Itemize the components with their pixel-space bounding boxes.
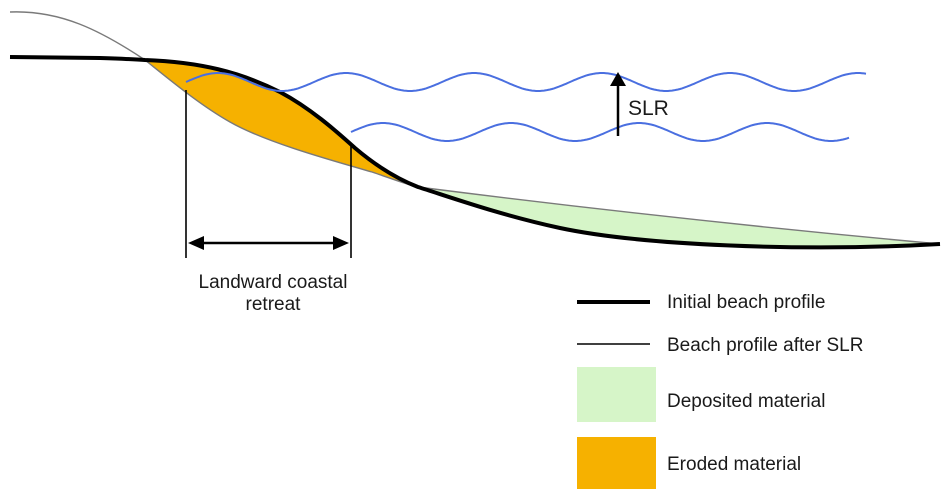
raised-sea-level-wave <box>350 122 850 142</box>
slr-arrow-head <box>610 72 626 86</box>
initial-sea-level-wave <box>185 72 867 92</box>
legend-after-label: Beach profile after SLR <box>667 335 864 356</box>
retreat-label: Landward coastal retreat <box>168 272 378 316</box>
retreat-arrow-head-right <box>333 236 349 250</box>
initial-beach-profile <box>9 55 941 250</box>
beach-profile-after-slr <box>9 11 941 245</box>
legend-deposited-label: Deposited material <box>667 391 826 412</box>
legend-eroded-swatch <box>577 437 656 489</box>
legend-initial-label: Initial beach profile <box>667 292 826 313</box>
slr-label: SLR <box>628 97 669 120</box>
eroded-material-area <box>145 60 418 187</box>
legend-deposited-swatch <box>577 367 656 422</box>
legend-eroded-label: Eroded material <box>667 454 802 475</box>
deposited-material-area <box>418 187 940 248</box>
retreat-arrow-head-left <box>188 236 204 250</box>
retreat-label-line1: Landward coastal <box>198 272 348 293</box>
retreat-label-line2: retreat <box>245 294 301 315</box>
